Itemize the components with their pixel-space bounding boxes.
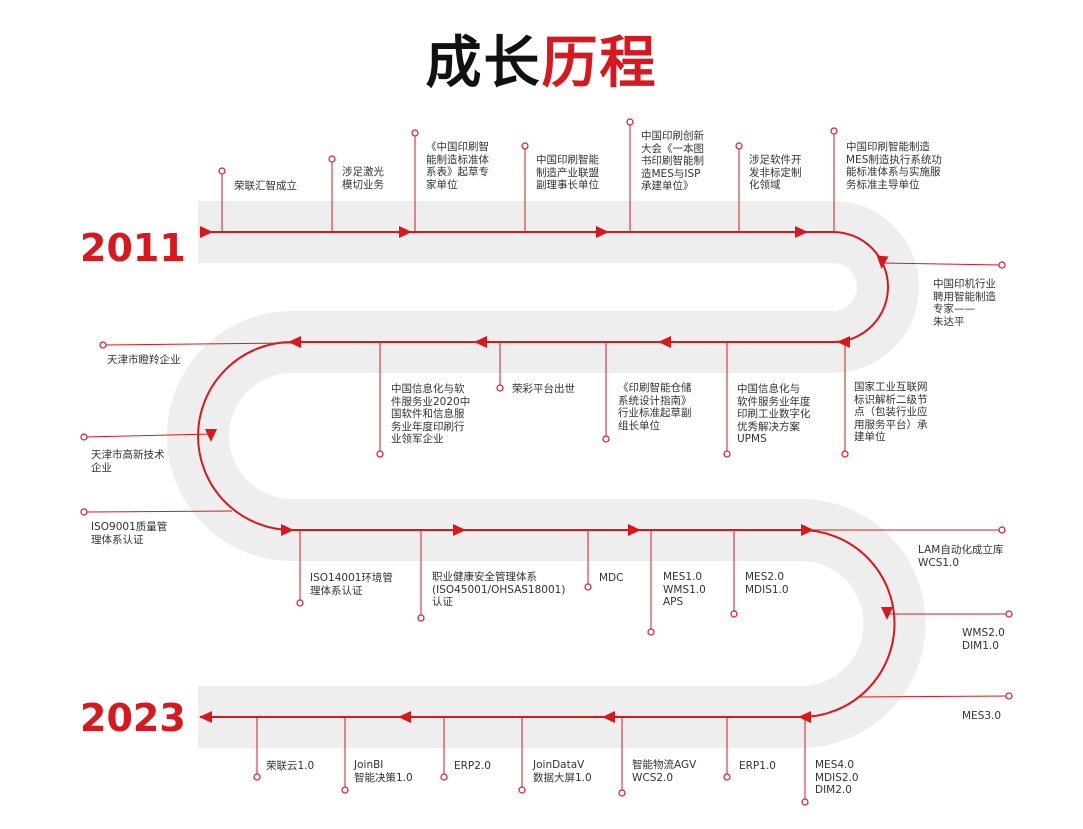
milestone-label-10: 中国信息化与 软件服务业年度 印刷工业数字化 优秀解决方案 UPMS (737, 383, 811, 445)
milestone-label-25: MES4.0 MDIS2.0 DIM2.0 (815, 759, 859, 796)
arrow-head-19 (199, 711, 212, 723)
leader-dot-11 (602, 435, 610, 443)
leader-dot-30 (341, 786, 349, 794)
title-part1: 成长 (425, 31, 542, 96)
arrow-head-12 (453, 524, 466, 536)
milestone-label-09: 国家工业互联网 标识解析二级节 点（包装行业应 用服务平台）承 建单位 (854, 381, 928, 443)
milestone-label-06: 涉足软件开 发非标定制 化领域 (749, 154, 802, 191)
leader-dot-12 (496, 384, 504, 392)
milestone-label-31: 荣联云1.0 (266, 760, 315, 772)
milestone-label-19: MDC (599, 572, 624, 584)
milestone-label-02: 涉足激光 模切业务 (342, 166, 384, 191)
milestone-label-13: 中国信息化与软 件服务业2020中 国软件和信息服 务业年度印刷行 业领军企业 (391, 383, 471, 445)
milestone-label-29: ERP2.0 (454, 760, 491, 772)
leader-dot-4 (521, 142, 529, 150)
timeline-line (197, 231, 896, 718)
milestone-label-30: JoinBI 智能决策1.0 (354, 759, 413, 784)
milestone-label-20: MES1.0 WMS1.0 APS (663, 571, 706, 608)
milestone-label-21: MES2.0 MDIS1.0 (745, 571, 789, 596)
arrow-head-10 (205, 429, 217, 442)
leader-lines (80, 118, 1013, 806)
leader-dot-18 (417, 614, 425, 622)
arrow-head-8 (474, 336, 487, 348)
leader-dot-29 (440, 773, 448, 781)
milestone-label-15: 天津市高新技术 企业 (91, 449, 165, 474)
title-part2: 历程 (541, 31, 658, 96)
arrow-head-1 (200, 226, 213, 238)
leader-dot-31 (253, 773, 261, 781)
arrow-head-9 (288, 336, 301, 348)
leader-dot-22 (998, 526, 1006, 534)
end-year-label: 2023 (80, 696, 186, 740)
leader-line-14 (102, 342, 295, 346)
leader-dot-20 (647, 628, 655, 636)
leader-dot-1 (218, 167, 226, 175)
leader-line-15 (83, 433, 214, 438)
leader-dot-7 (830, 127, 838, 135)
direction-arrows (199, 226, 893, 723)
arrow-head-6 (837, 336, 850, 348)
leader-dot-14 (99, 341, 107, 349)
milestone-label-04: 中国印刷智能 制造产业联盟 副理事长单位 (536, 154, 599, 191)
milestone-label-18: 职业健康安全管理体系 (ISO45001/OHSAS18001) 认证 (432, 571, 566, 608)
milestone-label-08: 中国印机行业 聘用智能制造 专家—— 朱达平 (933, 278, 996, 328)
arrow-head-18 (398, 711, 411, 723)
milestone-label-07: 中国印刷智能制造 MES制造执行系统功 能标准体系与实施服 务标准主导单位 (846, 141, 942, 191)
milestone-label-01: 荣联汇智成立 (234, 180, 297, 192)
arrow-head-7 (658, 336, 671, 348)
arrow-head-3 (596, 226, 609, 238)
milestone-label-14: 天津市瞪羚企业 (107, 354, 181, 366)
milestone-label-26: ERP1.0 (739, 760, 776, 772)
page-title: 成长历程 (0, 18, 1083, 99)
milestone-label-24: MES3.0 (962, 710, 1002, 722)
leader-dot-17 (296, 599, 304, 607)
leader-dot-26 (723, 773, 731, 781)
leader-dot-2 (328, 155, 336, 163)
leader-dot-5 (626, 118, 634, 126)
milestone-label-23: WMS2.0 DIM1.0 (962, 627, 1005, 652)
leader-dot-19 (584, 583, 592, 591)
timeline-band (167, 201, 926, 748)
leader-dot-25 (801, 798, 809, 806)
milestone-label-27: 智能物流AGV WCS2.0 (632, 759, 697, 784)
arrow-head-4 (795, 226, 808, 238)
leader-dot-28 (518, 786, 526, 794)
milestone-label-17: ISO14001环境管 理体系认证 (310, 572, 393, 597)
leader-dot-6 (735, 142, 743, 150)
leader-dot-23 (1005, 610, 1013, 618)
leader-line-8 (881, 262, 1003, 266)
leader-dot-27 (618, 789, 626, 797)
arrow-head-5 (876, 255, 889, 269)
start-year-label: 2011 (80, 226, 186, 270)
milestone-label-11: 《印刷智能仓储 系统设计指南》 行业标准起草副 组长单位 (618, 382, 692, 432)
arrow-head-11 (281, 524, 294, 536)
leader-dot-10 (723, 450, 731, 458)
milestone-label-12: 荣彩平台出世 (512, 383, 575, 395)
leader-dot-3 (411, 129, 419, 137)
milestone-label-16: ISO9001质量管 理体系认证 (91, 521, 168, 546)
leader-dot-8 (998, 261, 1006, 269)
leader-line-16 (83, 510, 233, 513)
leader-dot-24 (1005, 692, 1013, 700)
arrow-head-13 (628, 524, 641, 536)
leader-dot-13 (376, 450, 384, 458)
milestone-label-22: LAM自动化成立库 WCS1.0 (918, 544, 1004, 569)
leader-line-24 (857, 695, 1010, 698)
milestone-label-03: 《中国印刷智 能制造标准体 系表》起草专 家单位 (426, 141, 489, 191)
leader-dot-15 (80, 433, 88, 441)
milestone-label-05: 中国印刷创新 大会《一本图 书印刷智能制 造MES与ISP 承建单位》 (641, 130, 704, 192)
leader-dot-16 (80, 508, 88, 516)
arrow-head-17 (602, 711, 615, 723)
arrow-head-2 (399, 226, 412, 238)
leader-dot-9 (841, 450, 849, 458)
milestone-label-28: JoinDataV 数据大屏1.0 (533, 759, 592, 784)
leader-dot-21 (730, 610, 738, 618)
